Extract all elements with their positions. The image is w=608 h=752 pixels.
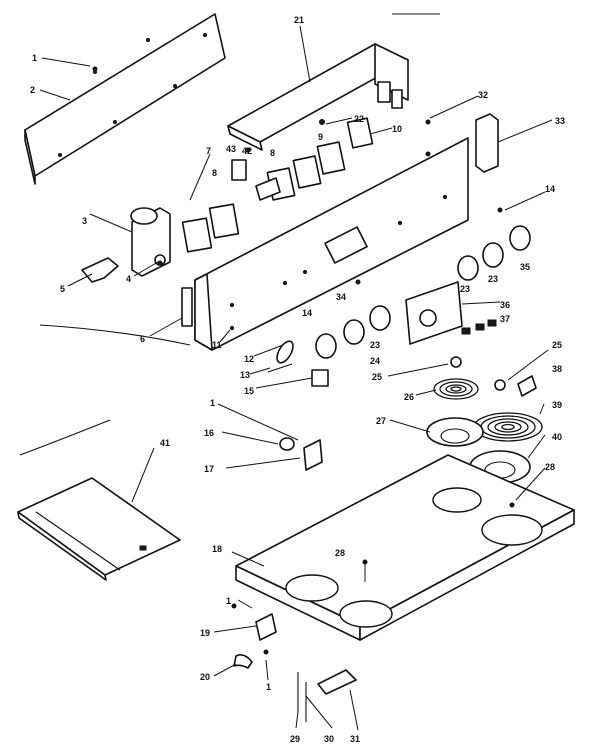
clock [405, 281, 463, 345]
callout-23b: 23 [460, 284, 470, 294]
callout-32: 32 [478, 90, 488, 100]
lower-hardware [233, 613, 357, 722]
callout-11: 11 [212, 340, 222, 350]
element-switches [181, 203, 240, 253]
callout-2: 2 [30, 85, 35, 95]
callout-14a: 14 [545, 184, 555, 194]
callout-7: 7 [206, 146, 211, 156]
callout-15: 15 [244, 386, 254, 396]
callout-39a: 39 [552, 400, 562, 410]
callout-28b: 28 [335, 548, 345, 558]
hinge-bracket [279, 437, 323, 471]
callout-5: 5 [60, 284, 65, 294]
control-knobs [315, 225, 531, 359]
callout-labels: 1 2 21 32 33 22 10 9 8 42 43 7 8 3 14 23… [30, 15, 565, 744]
callout-19: 19 [200, 628, 210, 638]
cooktop [235, 454, 575, 641]
callout-34: 34 [336, 292, 346, 302]
surface-element-small [433, 378, 479, 400]
surface-element-large [473, 412, 543, 442]
callout-35: 35 [520, 262, 530, 272]
lower-switch-parts [267, 340, 329, 387]
callout-36: 36 [500, 300, 510, 310]
end-trim [475, 113, 499, 173]
callout-25b: 25 [552, 340, 562, 350]
callout-21: 21 [294, 15, 304, 25]
callout-6: 6 [140, 334, 145, 344]
stray-rule [39, 324, 191, 346]
callout-8b: 8 [212, 168, 217, 178]
control-panel [194, 137, 469, 351]
callout-10: 10 [392, 124, 402, 134]
screws [92, 66, 515, 655]
callout-42: 42 [242, 146, 252, 156]
callout-25a: 25 [372, 372, 382, 382]
callout-22: 22 [354, 114, 364, 124]
callout-26: 26 [404, 392, 414, 402]
callout-24: 24 [370, 356, 380, 366]
callout-23c: 23 [370, 340, 380, 350]
callout-28a: 28 [545, 462, 555, 472]
callout-38: 38 [552, 364, 562, 374]
terminal-block [450, 356, 537, 397]
leader-lines [39, 25, 553, 731]
callout-4: 4 [126, 274, 131, 284]
callout-43: 43 [226, 144, 236, 154]
callout-8: 8 [270, 148, 275, 158]
callout-3: 3 [82, 216, 87, 226]
callout-16: 16 [204, 428, 214, 438]
callout-1c: 1 [226, 596, 231, 606]
back-guard-panel [24, 13, 226, 185]
callout-29: 29 [290, 734, 300, 744]
callout-13: 13 [240, 370, 250, 380]
infinite-switches [231, 117, 374, 201]
callout-14b: 14 [302, 308, 312, 318]
stray-rule [19, 419, 111, 456]
callout-27: 27 [376, 416, 386, 426]
callout-41: 41 [160, 438, 170, 448]
top-trim [227, 43, 409, 151]
callout-1d: 1 [266, 682, 271, 692]
callout-12: 12 [244, 354, 254, 364]
callout-30: 30 [324, 734, 334, 744]
callout-33: 33 [555, 116, 565, 126]
callout-1: 1 [32, 53, 37, 63]
callout-18: 18 [212, 544, 222, 554]
callout-37: 37 [500, 314, 510, 324]
callout-1b: 1 [210, 398, 215, 408]
plunger [181, 287, 193, 327]
callout-20: 20 [200, 672, 210, 682]
indicator-lamps [461, 319, 497, 335]
callout-9: 9 [318, 132, 323, 142]
clip [81, 257, 119, 283]
storage-panel [17, 477, 181, 581]
callout-31: 31 [350, 734, 360, 744]
callout-40: 40 [552, 432, 562, 442]
callout-17: 17 [204, 464, 214, 474]
callout-23a: 23 [488, 274, 498, 284]
lamp-socket [130, 207, 171, 277]
